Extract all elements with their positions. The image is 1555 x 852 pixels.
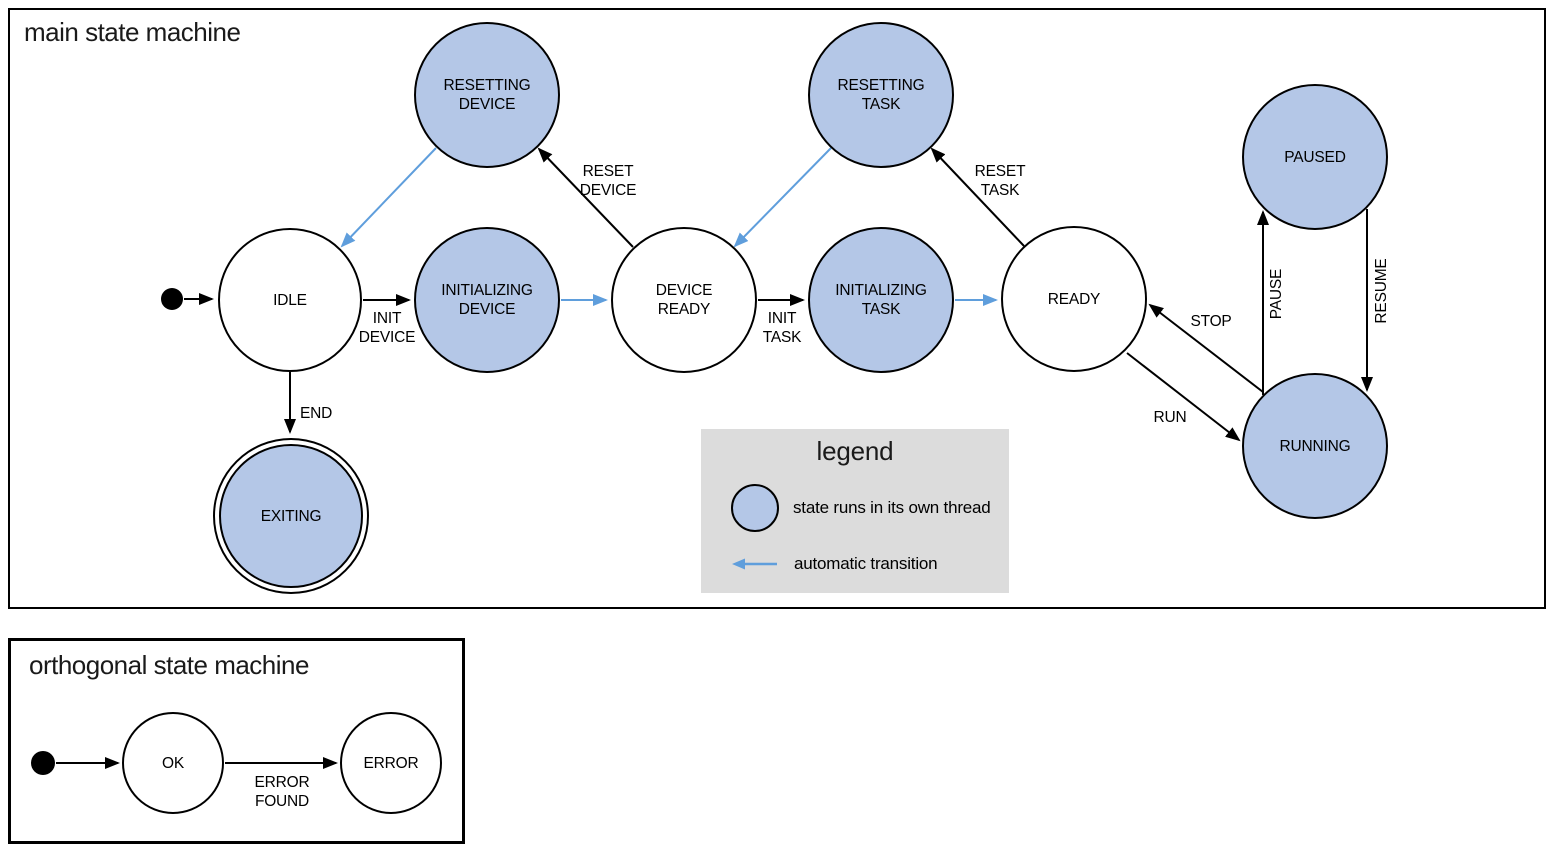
main-transition-label-end: END <box>300 405 332 422</box>
main-transition-label-stop: STOP <box>1190 313 1231 330</box>
main-transition-label-run: RUN <box>1154 409 1187 426</box>
legend-title: legend <box>816 436 894 466</box>
legend-item-threaded-state: state runs in its own thread <box>731 484 991 532</box>
orthogonal-state-machine-title: orthogonal state machine <box>29 650 309 680</box>
legend-box: legend state runs in its own thread auto… <box>701 429 1009 593</box>
main-state-machine-frame: main state machine <box>8 8 1546 609</box>
main-transition-label-resume: RESUME <box>1373 258 1390 323</box>
automatic-transition-arrow-icon <box>732 558 777 570</box>
legend-item-label: automatic transition <box>794 554 938 573</box>
legend-item-automatic-transition: automatic transition <box>732 554 938 574</box>
threaded-state-icon <box>731 484 779 532</box>
orthogonal-state-machine-frame: orthogonal state machine <box>8 638 465 844</box>
main-state-machine-title: main state machine <box>24 17 241 47</box>
main-transition-label-pause: PAUSE <box>1268 269 1285 319</box>
legend-item-label: state runs in its own thread <box>793 498 991 517</box>
